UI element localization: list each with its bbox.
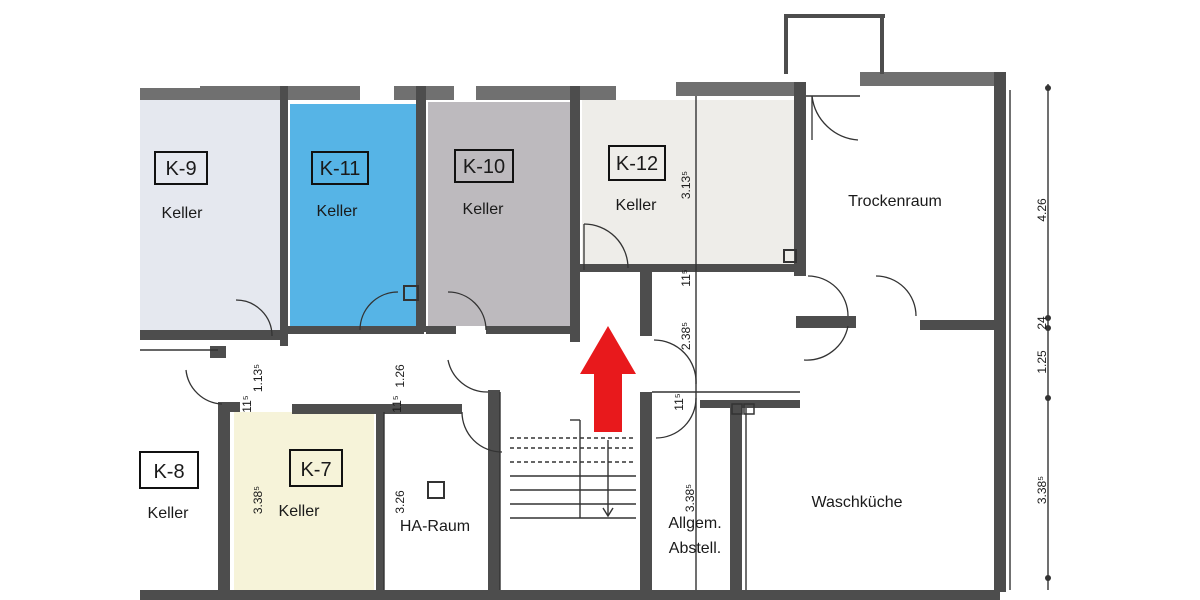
room-ha-raum-name: HA-Raum xyxy=(400,518,470,535)
shafts xyxy=(403,249,797,499)
room-k9-name: Keller xyxy=(162,205,204,222)
room-k10-code: K-10 xyxy=(463,156,505,178)
staircase xyxy=(510,419,636,519)
dim-corridor-mid: 1.26 xyxy=(393,364,407,388)
room-k7-code: K-7 xyxy=(300,459,331,481)
room-trockenraum-name: Trockenraum xyxy=(848,193,942,210)
room-k10-name: Keller xyxy=(463,201,505,218)
dim-wall-c: 11⁵ xyxy=(672,393,686,410)
side-dimension-line xyxy=(1045,84,1051,590)
dim-side-1: 4.26 xyxy=(1035,198,1049,222)
dim-corridor-left: 1.13⁵ xyxy=(251,364,265,392)
room-k9-code: K-9 xyxy=(165,158,196,180)
doors xyxy=(185,95,917,453)
dim-wall-b: 11⁵ xyxy=(390,395,404,412)
room-k12-code: K-12 xyxy=(616,153,658,175)
dim-abstell-height: 3.38⁵ xyxy=(683,484,697,512)
red-arrow-up-icon xyxy=(580,326,636,432)
room-k7-name: Keller xyxy=(279,503,321,520)
room-k9-fill xyxy=(140,100,280,332)
partitions xyxy=(140,90,1011,590)
dim-corridor-right: 2.38⁵ xyxy=(679,322,693,350)
room-abstell-line2: Abstell. xyxy=(669,540,721,557)
room-k11-name: Keller xyxy=(317,203,359,220)
dim-wall-d: 11⁵ xyxy=(679,269,693,286)
room-k12-name: Keller xyxy=(616,197,658,214)
dim-wall-a: 11⁵ xyxy=(240,395,254,412)
dim-side-4: 3.38⁵ xyxy=(1035,476,1049,504)
dim-k7-height: 3.38⁵ xyxy=(251,486,265,514)
room-code-boxes xyxy=(139,145,666,489)
dim-side-3: 1.25 xyxy=(1035,350,1049,374)
room-k8-code: K-8 xyxy=(153,461,184,483)
room-abstell-line1: Allgem. xyxy=(668,515,721,532)
dim-ha-height: 3.26 xyxy=(393,490,407,514)
room-k7-fill xyxy=(234,412,374,592)
room-k10-fill xyxy=(428,102,572,326)
dim-side-2: 24 xyxy=(1035,316,1049,330)
room-k8-name: Keller xyxy=(148,505,190,522)
room-waschkueche-name: Waschküche xyxy=(812,494,903,511)
room-k11-code: K-11 xyxy=(320,158,361,180)
dim-k12-height: 3.13⁵ xyxy=(679,171,693,199)
